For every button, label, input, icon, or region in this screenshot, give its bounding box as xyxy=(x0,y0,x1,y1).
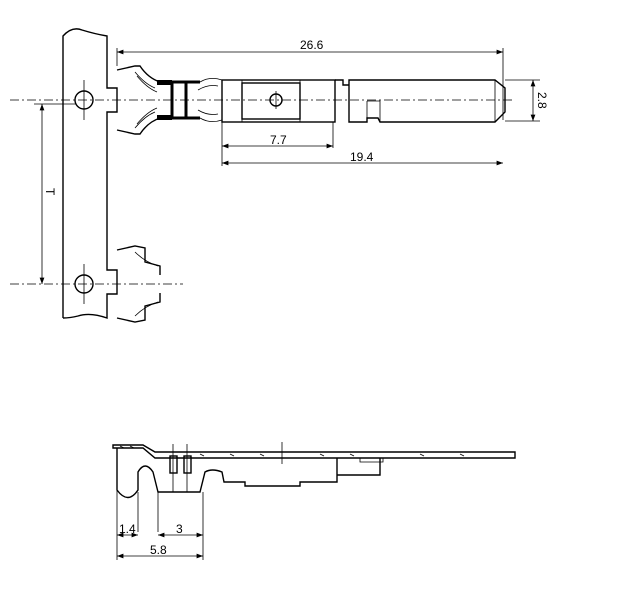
dim-label-2-8: 2.8 xyxy=(535,92,549,109)
terminal-side-view xyxy=(112,442,516,499)
dim-label-26-6: 26.6 xyxy=(300,38,324,52)
dimension-overall-length: 26.6 xyxy=(116,38,504,120)
dimension-strip-offset: 1.4 xyxy=(116,490,139,560)
dim-label-5-8: 5.8 xyxy=(150,543,167,557)
dimension-body-length: 19.4 xyxy=(222,150,503,166)
dimension-box-length: 7.7 xyxy=(221,122,334,166)
dimension-crimp-width: 3 xyxy=(157,492,204,560)
dimension-pin-width: 2.8 xyxy=(505,79,549,122)
dimension-overall-offset: 5.8 xyxy=(117,543,203,559)
dim-label-3: 3 xyxy=(176,522,183,536)
dim-label-7-7: 7.7 xyxy=(270,133,287,147)
dim-label-1-4: 1.4 xyxy=(119,522,136,536)
dim-label-t: T xyxy=(43,188,57,196)
terminal-lower-partial xyxy=(116,245,161,323)
dimension-pitch: T xyxy=(34,103,76,284)
dim-label-19-4: 19.4 xyxy=(350,150,374,164)
carrier-strip xyxy=(62,28,118,319)
terminal-top-view xyxy=(116,65,506,135)
